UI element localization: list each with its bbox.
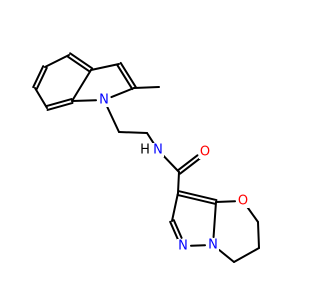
bond-c_ind3a-c_ind4-a xyxy=(69,52,94,70)
bond-n_amide-c_carbonyl xyxy=(162,154,180,173)
bond-c_carbonyl-c_pz3 xyxy=(177,171,180,194)
atom-label-bg-n_amide xyxy=(152,143,164,157)
bond-c_ind5-c_ind6-a xyxy=(32,65,45,89)
bond-c_ind3-c_ind3a xyxy=(90,63,120,71)
bond-c_ind7a-c_ind3a xyxy=(71,69,92,102)
bond-n_ind1-c_ind2 xyxy=(110,87,135,99)
bond-c_ind7-c_ind7a-a xyxy=(46,101,74,111)
bond-n_pz7a-c_pz3a xyxy=(212,201,217,239)
bond-c_pz3a-c_pz3-b xyxy=(176,193,217,205)
bonds-layer xyxy=(32,52,260,263)
bond-c_ind7-c_ind7a-b xyxy=(45,98,73,108)
atom-label-n_ind1: N xyxy=(99,93,109,108)
atom-label-n_amide: N xyxy=(153,143,163,158)
bond-c_pz2-n_pz1-b xyxy=(172,219,183,239)
atom-label-bg-n_pz7a xyxy=(207,238,219,252)
atom-label-o_ring: O xyxy=(238,194,248,209)
bond-c_ox6-c_ox7 xyxy=(233,247,260,263)
bond-c_ind4-c_ind5 xyxy=(44,54,70,68)
bond-c_ox5-c_ox6 xyxy=(257,221,260,249)
bond-c_ind3a-c_ind4-b xyxy=(66,55,91,73)
bond-c_pz2-n_pz1-a xyxy=(169,220,179,241)
bond-c_methyl-c_ind2 xyxy=(133,86,160,89)
bond-c_carbonyl-o_carbonyl-b xyxy=(176,154,199,172)
bond-c_pz3a-c_pz3-a xyxy=(177,190,218,202)
atom-label-n_pz1: N xyxy=(178,239,188,254)
atom-label-o_carbonyl: O xyxy=(200,145,210,160)
atom-label-n_pz7a: N xyxy=(208,238,218,253)
bond-n_ind1-c_ethyl1 xyxy=(106,106,120,133)
bond-c_ind2-c_ind3-a xyxy=(119,61,137,88)
bond-c_ind7a-n_ind1 xyxy=(71,99,97,102)
bond-c_ox7-n_pz7a xyxy=(218,249,235,263)
bond-c_ind6-c_ind7 xyxy=(34,87,48,109)
bond-c_ind5-c_ind6-b xyxy=(35,66,48,90)
bond-c_ethyl1-c_ethyl2 xyxy=(118,131,148,134)
atom-label-bg-n_pz1 xyxy=(177,239,189,253)
bond-c_ind2-c_ind3-b xyxy=(116,64,134,91)
atom-label-h_amide: H xyxy=(140,143,150,158)
atom-label-bg-o_carbonyl xyxy=(199,145,211,159)
bond-o_ring-c_ox5 xyxy=(246,206,259,223)
bond-c_ethyl2-n_amide xyxy=(146,132,155,145)
atom-label-bg-h_amide xyxy=(139,143,151,157)
atom-label-bg-n_ind1 xyxy=(98,93,110,107)
bond-c_carbonyl-o_carbonyl-a xyxy=(179,157,201,175)
bond-c_pz3a-o_ring xyxy=(215,200,237,203)
atom-label-bg-o_ring xyxy=(237,194,249,208)
bond-c_pz3-c_pz2 xyxy=(171,192,179,222)
